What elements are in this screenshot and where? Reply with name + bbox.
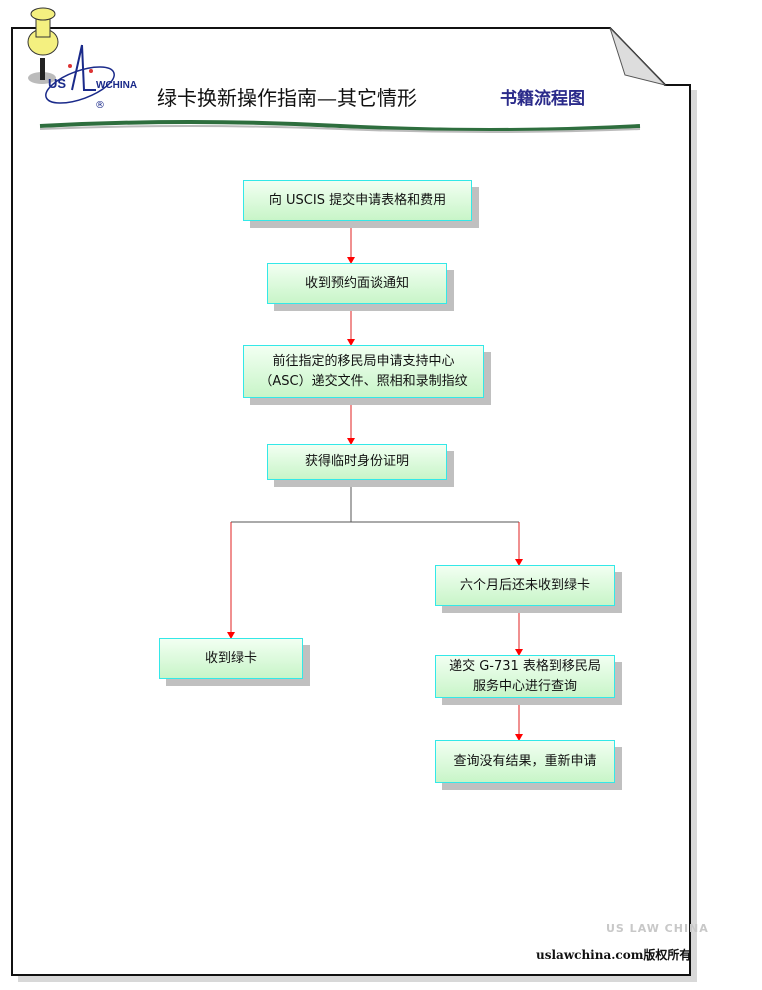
arrowheads	[227, 257, 523, 741]
page-subtitle: 书籍流程图	[500, 89, 585, 109]
svg-text:®: ®	[95, 100, 105, 111]
step-label: （ASC）递交文件、照相和录制指纹	[259, 373, 468, 389]
svg-text:WCHINA: WCHINA	[96, 80, 137, 91]
step-label: 向 USCIS 提交申请表格和费用	[268, 192, 447, 208]
step-label: 查询没有结果，重新申请	[453, 753, 597, 769]
flow-step-submit: 向 USCIS 提交申请表格和费用	[243, 180, 472, 221]
uslawchina-logo: US WCHINA ®	[45, 44, 137, 111]
step-label: 收到预约面谈通知	[304, 275, 409, 291]
page-fold	[609, 27, 667, 86]
flow-step-not-received: 六个月后还未收到绿卡	[435, 565, 615, 606]
step-label: 收到绿卡	[204, 650, 257, 666]
copyright-text: uslawchina.com版权所有	[536, 948, 692, 962]
flow-step-receive-card: 收到绿卡	[159, 638, 303, 679]
step-label: 六个月后还未收到绿卡	[459, 577, 590, 593]
flow-step-interview-notice: 收到预约面谈通知	[267, 263, 447, 304]
watermark-logo: US LAW CHINA	[606, 922, 709, 935]
step-label: 服务中心进行查询	[472, 678, 577, 694]
page-title: 绿卡换新操作指南—其它情形	[157, 86, 417, 110]
flow-step-g731: 递交 G-731 表格到移民局服务中心进行查询	[435, 655, 615, 698]
pushpin-icon	[27, 7, 59, 84]
flow-step-temp-id: 获得临时身份证明	[267, 444, 447, 480]
connectors	[230, 221, 520, 740]
svg-text:US: US	[48, 76, 66, 91]
decorative-divider	[39, 120, 641, 133]
flow-step-asc: 前往指定的移民局申请支持中心 （ASC）递交文件、照相和录制指纹	[243, 345, 484, 398]
step-label: 递交 G-731 表格到移民局	[449, 658, 601, 674]
flow-step-reapply: 查询没有结果，重新申请	[435, 740, 615, 783]
step-label: 前往指定的移民局申请支持中心	[272, 353, 455, 369]
step-label: 获得临时身份证明	[304, 454, 409, 469]
